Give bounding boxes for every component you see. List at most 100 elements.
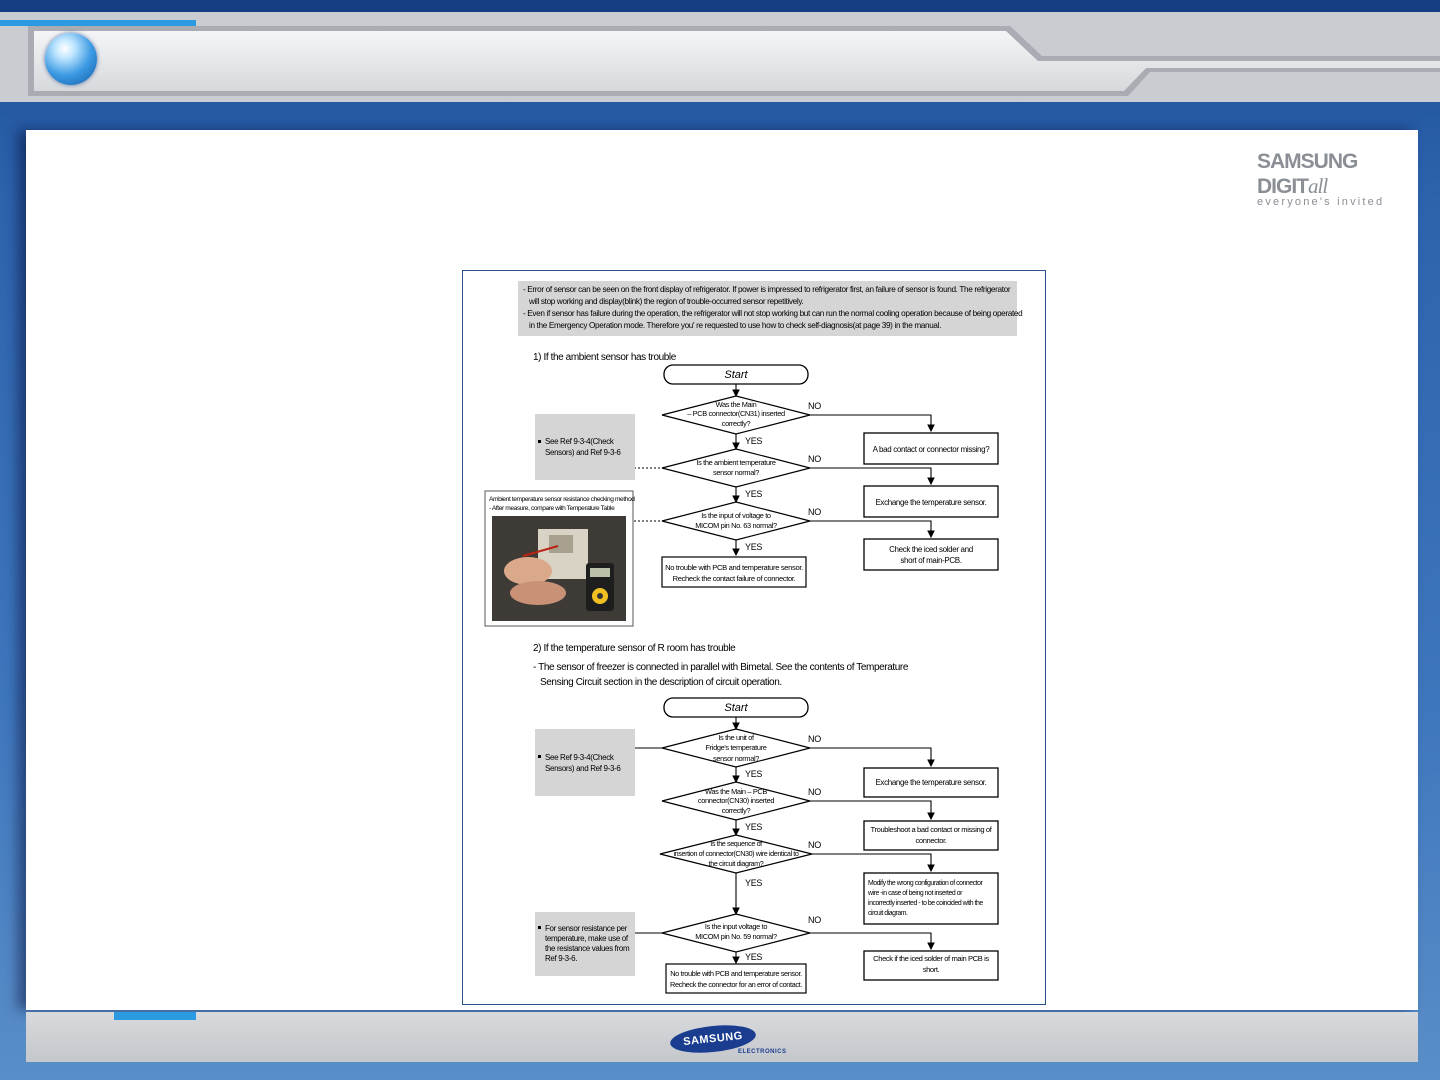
note-text: For sensor resistance per	[545, 924, 628, 933]
decision-text: Fridge's temperature	[706, 743, 767, 752]
end-text: Recheck the connector for an error of co…	[670, 980, 802, 989]
no-label: NO	[808, 915, 821, 925]
action-text: Exchange the temperature sensor.	[875, 498, 986, 507]
decision-text: insertion of connector(CN30) wire identi…	[673, 849, 798, 858]
s1-start-label: Start	[724, 369, 748, 381]
s2-action-1: Exchange the temperature sensor.	[863, 767, 999, 798]
s2-decision-1: Is the unit of Fridge's temperature sens…	[661, 728, 811, 768]
note-text: Sensors) and Ref 9-3-6	[545, 764, 621, 773]
photo-caption: Ambient temperature sensor resistance ch…	[489, 496, 635, 503]
no-label: NO	[808, 507, 821, 517]
intro-line: in the Emergency Operation mode. Therefo…	[529, 321, 941, 330]
no-label: NO	[808, 787, 821, 797]
s1-decision-1: Was the Main – PCB connector(CN31) inser…	[661, 395, 811, 435]
s1-decision-3: Is the input of voltage to MICOM pin No.…	[661, 501, 811, 541]
s2-action-2: Troubleshoot a bad contact or missing of…	[863, 820, 999, 851]
action-text: short.	[923, 965, 940, 974]
intro-line: - Even if sensor has failure during the …	[523, 309, 1023, 318]
globe-orb-icon	[45, 33, 97, 85]
logo-tagline: everyone's invited	[1257, 196, 1385, 208]
end-text: Recheck the contact failure of connector…	[673, 574, 796, 583]
no-label: NO	[808, 734, 821, 744]
action-text: incorrectly inserted - to be coincided w…	[868, 900, 983, 907]
end-text: No trouble with PCB and temperature sens…	[670, 969, 802, 978]
section1-title: 1) If the ambient sensor has trouble	[533, 352, 677, 363]
decision-text: sensor normal?	[713, 754, 759, 763]
note-text: the resistance values from	[545, 944, 630, 953]
yes-label: YES	[745, 489, 762, 499]
note-text: Sensors) and Ref 9-3-6	[545, 448, 621, 457]
s2-decision-3: Is the sequence of insertion of connecto…	[659, 834, 813, 874]
s2-note-box-1: See Ref 9-3-4(Check Sensors) and Ref 9-3…	[535, 729, 635, 796]
action-text: Troubleshoot a bad contact or missing of	[871, 825, 993, 834]
logo-text: SAMSUNG DIGIT	[1257, 150, 1358, 198]
section2-title: 2) If the temperature sensor of R room h…	[533, 643, 736, 654]
decision-text: correctly?	[722, 806, 751, 815]
section2-desc: Sensing Circuit section in the descripti…	[540, 677, 782, 688]
yes-label: YES	[745, 436, 762, 446]
s1-note-box: See Ref 9-3-4(Check Sensors) and Ref 9-3…	[535, 414, 635, 480]
decision-text: the circuit diagram?	[709, 859, 764, 868]
note-text: See Ref 9-3-4(Check	[545, 753, 615, 762]
decision-text: Was the Main	[716, 400, 757, 409]
note-text: temperature, make use of	[545, 934, 629, 943]
action-text: circuit diagram.	[868, 910, 908, 917]
yes-label: YES	[745, 822, 762, 832]
note-text: Ref 9-3-6.	[545, 954, 577, 963]
header-banner	[0, 12, 1440, 107]
decision-text: – PCB connector(CN31) inserted	[687, 409, 785, 418]
note-text: See Ref 9-3-4(Check	[545, 437, 615, 446]
s2-end-box: No trouble with PCB and temperature sens…	[665, 963, 807, 994]
s1-end-box: No trouble with PCB and temperature sens…	[661, 556, 807, 588]
decision-text: sensor normal?	[713, 468, 759, 477]
footer-accent	[114, 1012, 196, 1020]
decision-text: Is the ambient temperature	[696, 458, 775, 467]
decision-text: Is the input voltage to	[705, 922, 767, 931]
decision-text: MICOM pin No. 63 normal?	[695, 521, 777, 530]
yes-label: YES	[745, 878, 762, 888]
intro-line: will stop working and display(blink) the…	[528, 297, 803, 306]
s2-decision-4: Is the input voltage to MICOM pin No. 59…	[661, 913, 811, 953]
s1-action-3: Check the iced solder and short of main-…	[863, 538, 999, 571]
s2-start-label: Start	[724, 702, 748, 714]
no-label: NO	[808, 454, 821, 464]
action-text: Modify the wrong configuration of connec…	[868, 880, 983, 887]
s2-note-box-2: For sensor resistance per temperature, m…	[535, 912, 635, 976]
decision-text: Is the sequence of	[710, 839, 762, 848]
sensor-check-photo: Ambient temperature sensor resistance ch…	[484, 490, 636, 627]
yes-label: YES	[745, 542, 762, 552]
yes-label: YES	[745, 952, 762, 962]
action-text: short of main-PCB.	[900, 556, 961, 565]
logo-all: all	[1308, 174, 1328, 198]
electronics-label: ELECTRONICS	[738, 1049, 787, 1055]
section2-desc: - The sensor of freezer is connected in …	[533, 662, 909, 673]
decision-text: correctly?	[722, 419, 751, 428]
action-text: Exchange the temperature sensor.	[875, 778, 986, 787]
action-text: Check the iced solder and	[889, 545, 973, 554]
s2-action-3: Modify the wrong configuration of connec…	[863, 872, 999, 925]
s2-action-4: Check if the iced solder of main PCB is …	[863, 950, 999, 981]
action-text: A bad contact or connector missing?	[873, 445, 991, 454]
action-text: Check if the iced solder of main PCB is	[873, 954, 989, 963]
samsung-digitall-logo: SAMSUNG DIGITall everyone's invited	[1257, 150, 1412, 208]
decision-text: MICOM pin No. 59 normal?	[695, 932, 777, 941]
intro-note-box	[518, 281, 1017, 336]
decision-text: Is the unit of	[718, 733, 755, 742]
s2-decision-2: Was the Main – PCB connector(CN30) inser…	[661, 781, 811, 821]
decision-text: Is the input of voltage to	[701, 511, 771, 520]
top-bar	[0, 0, 1440, 12]
s1-action-1: A bad contact or connector missing?	[863, 432, 999, 465]
decision-text: Was the Main – PCB	[705, 787, 767, 796]
end-text: No trouble with PCB and temperature sens…	[665, 563, 803, 572]
no-label: NO	[808, 401, 821, 411]
decision-text: connector(CN30) inserted	[698, 796, 774, 805]
flowchart-svg: - Error of sensor can be seen on the fro…	[484, 281, 1023, 994]
troubleshooting-document: - Error of sensor can be seen on the fro…	[462, 270, 1046, 1005]
yes-label: YES	[745, 769, 762, 779]
intro-line: - Error of sensor can be seen on the fro…	[523, 285, 1011, 294]
photo-caption: - After measure, compare with Temperatur…	[489, 505, 615, 512]
s1-decision-2: Is the ambient temperature sensor normal…	[661, 448, 811, 488]
s1-action-2: Exchange the temperature sensor.	[863, 485, 999, 518]
no-label: NO	[808, 840, 821, 850]
action-text: wire -in case of being not inserted or	[867, 890, 963, 897]
